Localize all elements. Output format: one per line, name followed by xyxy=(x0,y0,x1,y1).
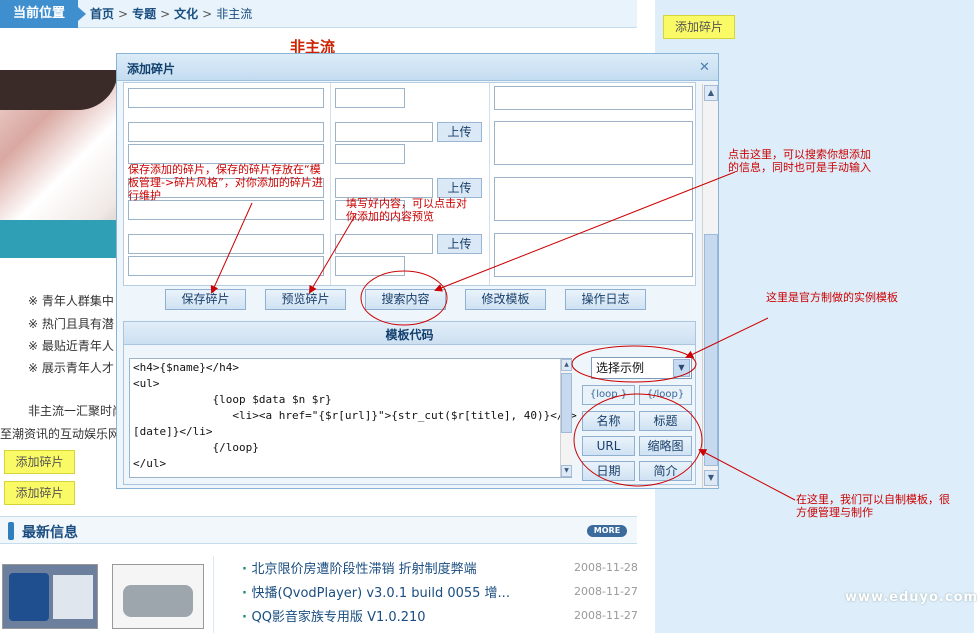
breadcrumb-culture[interactable]: 文化 xyxy=(174,7,199,21)
annotation-save-note: 保存添加的碎片，保存的碎片存放在“模板管理->碎片风格”，对你添加的碎片进行维护 xyxy=(128,163,323,202)
loop-close-button[interactable]: {/loop} xyxy=(639,385,692,405)
breadcrumb-trail: 首页>专题>文化>非主流 xyxy=(90,0,252,28)
search-content-button[interactable]: 搜索内容 xyxy=(365,289,446,310)
scrollbar-thumb[interactable] xyxy=(561,373,572,433)
url-input[interactable] xyxy=(128,256,324,276)
save-fragment-button[interactable]: 保存碎片 xyxy=(165,289,246,310)
code-line: <ul> xyxy=(133,377,160,390)
content-textarea[interactable] xyxy=(494,121,693,165)
news-item-date: 2008-11-27 xyxy=(574,585,638,598)
watermark: www.eduyo.com xyxy=(845,590,978,605)
loop-open-button[interactable]: {loop } xyxy=(582,385,635,405)
breadcrumb-current: 非主流 xyxy=(216,7,253,21)
example-select[interactable]: 选择示例 ▼ xyxy=(591,357,692,379)
breadcrumb-home[interactable]: 首页 xyxy=(90,7,115,21)
dialog-title: 添加碎片 xyxy=(127,62,176,76)
template-section: <h4>{$name}</h4> <ul> {loop $data $n $r}… xyxy=(123,345,696,485)
content-textarea[interactable] xyxy=(494,233,693,277)
tag-date-button[interactable]: 日期 xyxy=(582,461,635,481)
tag-name-button[interactable]: 名称 xyxy=(582,411,635,431)
example-select-value: 选择示例 xyxy=(596,361,645,375)
article-bullet: ※ 最贴近青年人 xyxy=(28,339,114,353)
title-input[interactable] xyxy=(128,234,324,254)
template-code-editor[interactable]: <h4>{$name}</h4> <ul> {loop $data $n $r}… xyxy=(129,358,603,478)
code-line: {loop $data $n $r} xyxy=(133,393,332,406)
news-thumbnail-projector[interactable] xyxy=(112,564,204,629)
chevron-right-icon: > xyxy=(160,7,171,21)
tag-title-button[interactable]: 标题 xyxy=(639,411,692,431)
code-line: [date]}</li> xyxy=(133,425,213,438)
code-line: </ul> xyxy=(133,457,167,470)
date-input[interactable] xyxy=(335,144,405,164)
thumb-input[interactable] xyxy=(335,88,405,108)
chevron-down-icon[interactable]: ▼ xyxy=(673,359,690,377)
thumb-input[interactable] xyxy=(335,234,433,254)
news-item-date: 2008-11-28 xyxy=(574,561,638,574)
title-input[interactable] xyxy=(128,88,324,108)
url-input[interactable] xyxy=(128,144,324,164)
thumb-input[interactable] xyxy=(335,122,433,142)
scroll-down-icon[interactable]: ▼ xyxy=(704,470,718,486)
article-bullet: ※ 热门且具有潜 xyxy=(28,317,114,331)
breadcrumb-tag: 当前位置 xyxy=(0,0,86,28)
section-marker-icon xyxy=(8,522,14,540)
annotation-preview-note: 填写好内容，可以点击对你添加的内容预览 xyxy=(346,197,467,223)
scroll-up-icon[interactable]: ▲ xyxy=(704,85,718,101)
upload-button[interactable]: 上传 xyxy=(437,178,482,198)
annotation-custom-note: 在这里，我们可以自制模板，很方便管理与制作 xyxy=(796,493,950,519)
code-line: {/loop} xyxy=(133,441,259,454)
content-textarea[interactable] xyxy=(494,177,693,221)
scroll-up-icon[interactable]: ▲ xyxy=(561,359,572,371)
news-item-link[interactable]: 北京限价房遭阶段性滞销 折射制度弊端 xyxy=(242,558,476,577)
code-line: <li><a href="{$r[url]}">{str_cut($r[titl… xyxy=(133,409,604,422)
news-item-link[interactable]: 快播(QvodPlayer) v3.0.1 build 0055 增... xyxy=(242,582,509,601)
scrollbar-thumb[interactable] xyxy=(704,234,718,466)
title-input[interactable] xyxy=(128,178,324,198)
upload-button[interactable]: 上传 xyxy=(437,122,482,142)
article-intro: 非主流一汇聚时尚 xyxy=(28,404,125,418)
article-bullet: ※ 展示青年人才 xyxy=(28,361,114,375)
add-fragment-chip-right[interactable]: 添加碎片 xyxy=(663,15,735,39)
annotation-search-note: 点击这里，可以搜索你想添加的信息，同时也可是手动输入 xyxy=(728,148,871,174)
news-item-link[interactable]: QQ影音家族专用版 V1.0.210 xyxy=(242,606,425,625)
dialog-titlebar: 添加碎片 ✕ xyxy=(117,54,718,81)
title-input[interactable] xyxy=(128,122,324,142)
chevron-right-icon: > xyxy=(202,7,213,21)
news-thumbnail-software[interactable] xyxy=(2,564,98,629)
tag-url-button[interactable]: URL xyxy=(582,436,635,456)
upload-button[interactable]: 上传 xyxy=(437,234,482,254)
breadcrumb: 当前位置 首页>专题>文化>非主流 xyxy=(0,0,637,28)
article-photo xyxy=(0,70,118,258)
news-item-date: 2008-11-27 xyxy=(574,609,638,622)
preview-fragment-button[interactable]: 预览碎片 xyxy=(265,289,346,310)
more-button[interactable]: MORE xyxy=(587,525,627,537)
article-title: 非主流 xyxy=(290,38,336,56)
add-fragment-chip[interactable]: 添加碎片 xyxy=(4,450,75,474)
content-textarea[interactable] xyxy=(494,86,693,110)
dialog-scrollbar[interactable]: ▲ ▼ xyxy=(702,84,718,488)
url-input[interactable] xyxy=(128,200,324,220)
chevron-right-icon: > xyxy=(118,7,129,21)
code-line: <h4>{$name}</h4> xyxy=(133,361,239,374)
close-icon[interactable]: ✕ xyxy=(699,60,710,75)
article-bullet: ※ 青年人群集中 xyxy=(28,294,114,308)
news-header: 最新信息 MORE xyxy=(0,516,637,544)
thumb-input[interactable] xyxy=(335,178,433,198)
operation-log-button[interactable]: 操作日志 xyxy=(565,289,646,310)
annotation-example-note: 这里是官方制做的实例模板 xyxy=(766,291,898,304)
edit-template-button[interactable]: 修改模板 xyxy=(465,289,546,310)
scroll-down-icon[interactable]: ▼ xyxy=(561,465,572,477)
tag-thumb-button[interactable]: 缩略图 xyxy=(639,436,692,456)
add-fragment-chip[interactable]: 添加碎片 xyxy=(4,481,75,505)
template-section-header: 模板代码 xyxy=(123,321,696,345)
template-heading: 模板代码 xyxy=(385,328,434,342)
tag-intro-button[interactable]: 简介 xyxy=(639,461,692,481)
article-intro-2: 至潮资讯的互动娱乐网 xyxy=(0,427,121,441)
date-input[interactable] xyxy=(335,256,405,276)
news-heading: 最新信息 xyxy=(22,525,78,541)
breadcrumb-topics[interactable]: 专题 xyxy=(132,7,157,21)
code-scrollbar[interactable]: ▲ ▼ xyxy=(560,359,572,477)
add-fragment-dialog: 添加碎片 ✕ ▲ ▼ 上传 上传 上传 保存碎片 xyxy=(116,53,719,489)
